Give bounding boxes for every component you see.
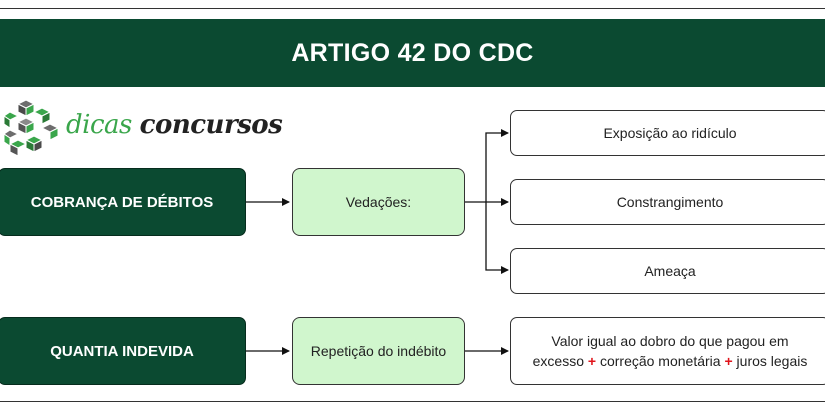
cube-logo-icon <box>3 99 60 157</box>
node-valor-igual-ao-dobro: Valor igual ao dobro do que pagou em exc… <box>510 317 825 385</box>
node-cobranca-de-debitos: COBRANÇA DE DÉBITOS <box>0 168 246 236</box>
valor-line-1: Valor igual ao dobro do que pagou em <box>551 333 789 349</box>
node-ameaca: Ameaça <box>510 248 825 294</box>
top-border-line <box>0 8 825 9</box>
valor-line-2: excesso + correção monetária + juros leg… <box>533 351 808 371</box>
valor-juros: juros legais <box>736 353 808 369</box>
arrow-vedacoes-to-exposicao <box>485 129 509 202</box>
plus-sign-2: + <box>724 353 733 369</box>
node-exposicao-ao-ridiculo: Exposição ao ridículo <box>510 110 825 156</box>
arrow-vedacoes-to-ameaca <box>485 202 509 274</box>
plus-sign-1: + <box>587 353 597 369</box>
logo-wordmark: dicas concursos <box>66 110 283 140</box>
page-title: ARTIGO 42 DO CDC <box>0 19 825 87</box>
node-vedacoes: Vedações: <box>292 168 465 236</box>
valor-correcao: correção monetária <box>599 353 721 369</box>
valor-excesso: excesso <box>532 353 584 369</box>
bottom-border-line <box>0 401 825 402</box>
node-quantia-indevida: QUANTIA INDEVIDA <box>0 317 246 385</box>
logo-word-concursos: concursos <box>139 110 283 140</box>
logo-word-dicas: dicas <box>66 110 132 140</box>
node-constrangimento: Constrangimento <box>510 179 825 225</box>
logo: dicas concursos <box>3 98 283 158</box>
node-repeticao-do-indebito: Repetição do indébito <box>292 317 465 385</box>
